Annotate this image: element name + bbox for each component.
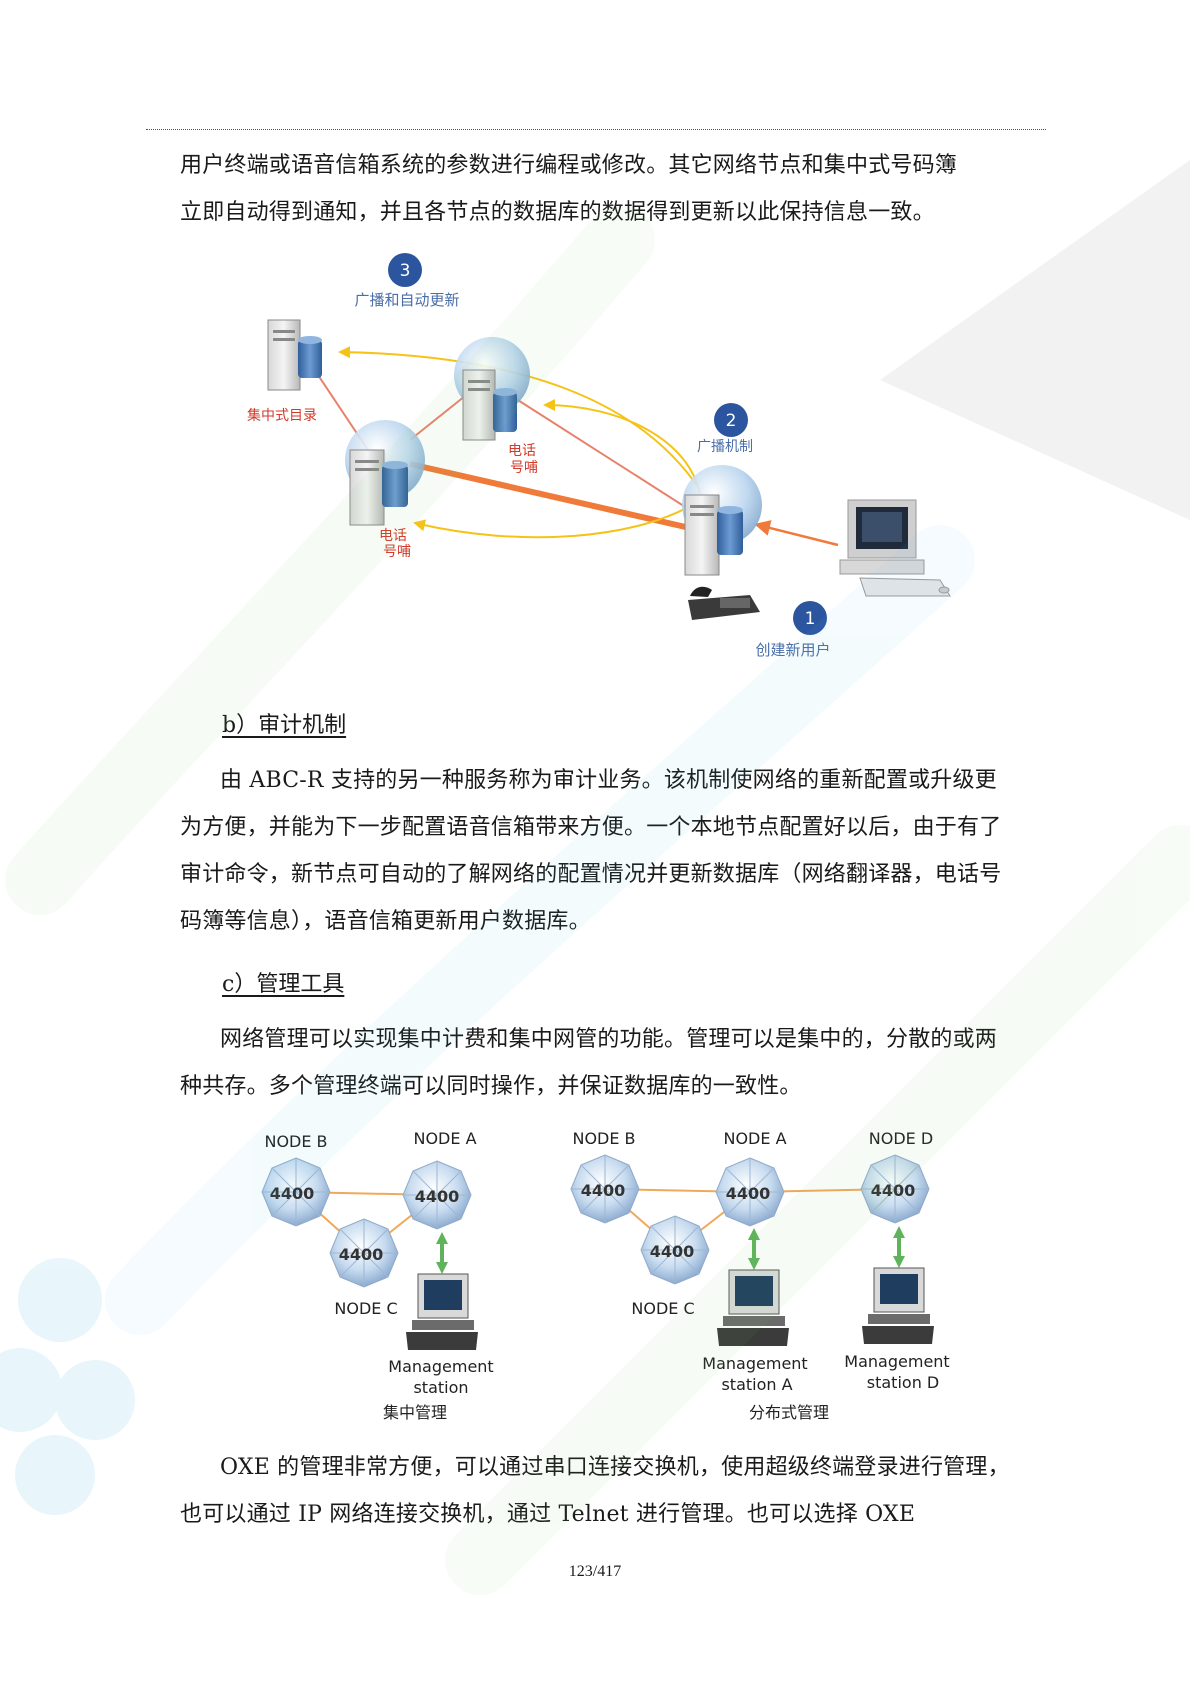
hub-node-a-right: [715, 1157, 785, 1227]
phonebook-b-label-line1: 电话: [379, 528, 407, 544]
paragraph-3: 网络管理可以实现集中计费和集中网管的功能。管理可以是集中的，分散的或两种共存。多…: [180, 1016, 1010, 1110]
station-a-label-line1: Management: [702, 1354, 807, 1373]
broadcast-arrow: [543, 399, 701, 496]
station-label-line2: station: [413, 1378, 468, 1397]
page-number: 123/417: [568, 1563, 622, 1580]
telephone-icon: [688, 586, 760, 620]
computer-terminal-icon: [839, 499, 951, 597]
hub-node-c-left: [329, 1218, 399, 1288]
hub-label: 4400: [270, 1184, 315, 1203]
node-c-label: NODE C: [631, 1299, 694, 1318]
broadcast-diagram: 集中式目录 电话 号哺 电话 号哺: [247, 253, 951, 659]
station-a-label-line2: station A: [721, 1375, 792, 1394]
link-line: [509, 394, 691, 511]
paragraph-2: 由 ABC-R 支持的另一种服务称为审计业务。该机制使网络的重新配置或升级更为方…: [180, 757, 1010, 945]
hub-node-d-right: [860, 1154, 930, 1224]
hub-node-a-left: [402, 1160, 472, 1230]
central-directory-label: 集中式目录: [247, 407, 317, 424]
hub-label: 4400: [581, 1181, 626, 1200]
step-1-label: 创建新用户: [755, 641, 830, 659]
station-label-line1: Management: [388, 1357, 493, 1376]
phonebook-b-label-line2: 号哺: [383, 544, 411, 560]
phonebook-a-label-line1: 电话: [508, 443, 536, 459]
paragraph-3-text: 网络管理可以实现集中计费和集中网管的功能。管理可以是集中的，分散的或两种共存。多…: [180, 1027, 998, 1099]
node-a-label: NODE A: [723, 1129, 786, 1148]
step-1-badge: [793, 601, 827, 635]
management-topology-diagram: 4400 4400 4400 NODE B NODE A NODE C Mana…: [261, 1129, 950, 1420]
step-2-number: 2: [726, 411, 737, 431]
central-directory-server: [267, 319, 322, 391]
step-3-number: 3: [400, 261, 411, 281]
phonebook-server-a: [454, 337, 530, 441]
broadcast-arrow: [338, 346, 701, 491]
paragraph-2-text: 由 ABC-R 支持的另一种服务称为审计业务。该机制使网络的重新配置或升级更为方…: [180, 768, 1002, 934]
node-c-label: NODE C: [334, 1299, 397, 1318]
hub-node-b-left: [261, 1157, 331, 1227]
paragraph-4-text: OXE 的管理非常方便，可以通过串口连接交换机，使用超级终端登录进行管理，也可以…: [180, 1455, 1010, 1527]
station-d-label-line2: station D: [867, 1373, 939, 1392]
step-3-badge: [388, 253, 422, 287]
node-a-label: NODE A: [413, 1129, 476, 1148]
node-b-label: NODE B: [572, 1129, 635, 1148]
hub-label: 4400: [871, 1181, 916, 1200]
management-station-a-icon: [717, 1269, 789, 1346]
source-node-server: [682, 465, 762, 576]
link-line: [409, 391, 471, 441]
step-1-number: 1: [805, 609, 816, 629]
paragraph-4: OXE 的管理非常方便，可以通过串口连接交换机，使用超级终端登录进行管理，也可以…: [180, 1444, 1010, 1538]
step-2-label: 广播机制: [697, 439, 753, 455]
section-heading-b: b）审计机制: [222, 713, 347, 738]
main-link-line: [409, 461, 691, 531]
distributed-caption: 分布式管理: [749, 1403, 829, 1420]
broadcast-arrow: [413, 499, 701, 539]
node-d-label: NODE D: [869, 1129, 933, 1148]
management-station-d-icon: [862, 1267, 934, 1344]
station-d-label-line1: Management: [844, 1352, 949, 1371]
paragraph-1-line-1: 用户终端或语音信箱系统的参数进行编程或修改。其它网络节点和集中式号码簿: [180, 153, 958, 178]
section-heading-c: c）管理工具: [222, 972, 345, 997]
create-arrow: [754, 520, 839, 547]
hub-node-c-right: [640, 1215, 710, 1285]
step-2-badge: [714, 403, 748, 437]
hub-label: 4400: [339, 1245, 384, 1264]
hub-label: 4400: [415, 1187, 460, 1206]
hub-label: 4400: [726, 1184, 771, 1203]
paragraph-1-line-2: 立即自动得到通知，并且各节点的数据库的数据得到更新以此保持信息一致。: [180, 200, 935, 225]
centralized-caption: 集中管理: [383, 1403, 447, 1420]
management-station-icon: [406, 1273, 478, 1350]
header-rule: [146, 129, 1046, 130]
step-3-label: 广播和自动更新: [354, 291, 459, 309]
phonebook-server-b: [345, 420, 425, 526]
phonebook-a-label-line2: 号哺: [510, 460, 538, 476]
hub-node-b-right: [570, 1154, 640, 1224]
paragraph-1: 用户终端或语音信箱系统的参数进行编程或修改。其它网络节点和集中式号码簿 立即自动…: [180, 142, 1010, 236]
node-b-label: NODE B: [264, 1132, 327, 1151]
hub-label: 4400: [650, 1242, 695, 1261]
